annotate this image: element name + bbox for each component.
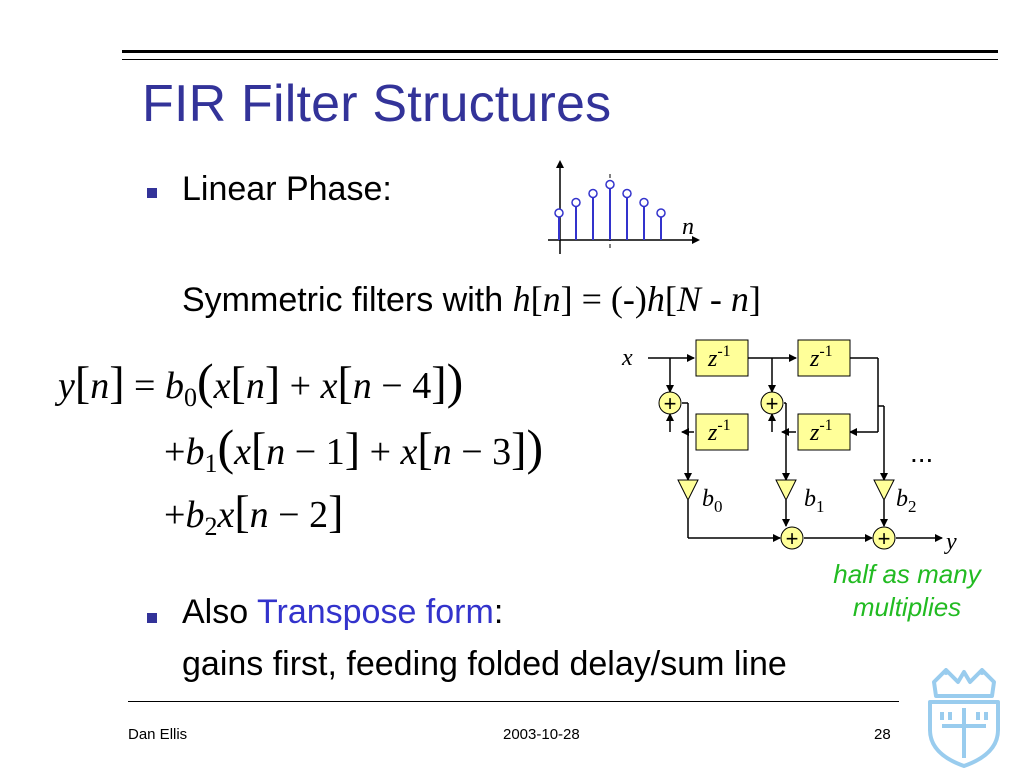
svg-text:z-1: z-1 — [707, 417, 731, 446]
svg-text:z-1: z-1 — [707, 343, 731, 372]
bullet-transpose-form: Also Transpose form: — [182, 593, 503, 632]
delay-block-bottom-1: z-1 — [695, 413, 749, 451]
symmetric-text: Symmetric filters with — [182, 281, 513, 319]
continuation-ellipsis: ... — [910, 437, 933, 468]
svg-text:+: + — [664, 391, 677, 416]
svg-text:b1: b1 — [804, 486, 825, 516]
note-line-2: multiplies — [852, 592, 962, 622]
input-label: x — [621, 345, 633, 371]
output-label: y — [944, 529, 957, 555]
svg-text:z-1: z-1 — [809, 343, 833, 372]
stem-head — [605, 179, 615, 190]
crown-shield-logo — [928, 668, 1000, 768]
stems — [554, 179, 666, 240]
crown-icon — [932, 668, 996, 698]
bullet-marker — [147, 188, 157, 198]
svg-text:z-1: z-1 — [809, 417, 833, 446]
top-rule-thin — [122, 59, 998, 60]
footer-rule — [128, 701, 899, 702]
symmetric-filters-line: Symmetric filters with h[n] = (-)h[N - n… — [182, 278, 761, 320]
adder-out-1: + — [780, 526, 804, 551]
stem-head — [622, 188, 632, 199]
equation-line-2: +b1(x[n − 1] + x[n − 3]) — [164, 419, 544, 478]
also-suffix: : — [493, 593, 504, 631]
svg-text:+: + — [766, 391, 779, 416]
transpose-form-term: Transpose form — [256, 593, 494, 631]
svg-text:b0: b0 — [702, 486, 723, 516]
n-axis-label: n — [682, 214, 694, 240]
gain-b0: b0 — [677, 479, 723, 516]
folded-fir-block-diagram: x y z-1 z-1 z-1 z-1 + + + + b0 b1 — [621, 339, 957, 555]
stem-head — [554, 208, 564, 218]
amplitude-axis-arrow-icon — [556, 160, 564, 168]
also-prefix: Also — [182, 593, 257, 631]
gains-first-line: gains first, feeding folded delay/sum li… — [182, 645, 787, 683]
equation-line-1: y[n] = b0(x[n] + x[n − 4]) — [58, 353, 464, 412]
slide-title: FIR Filter Structures — [142, 75, 612, 133]
bullet-marker — [147, 613, 157, 623]
footer-author: Dan Ellis — [128, 726, 188, 743]
svg-text:+: + — [786, 526, 799, 551]
symmetry-equation: h[n] = (-)h[N - n] — [512, 279, 761, 319]
equation-line-3: +b2x[n − 2] — [164, 486, 344, 541]
impulse-response-plot: n — [548, 160, 700, 254]
n-axis-arrow-icon — [692, 236, 700, 244]
half-multiplies-note: half as many multiplies — [800, 558, 1014, 624]
bullet-linear-phase: Linear Phase: — [182, 170, 392, 208]
delay-block-top-2: z-1 — [797, 339, 851, 377]
footer-page-number: 28 — [874, 726, 891, 743]
delay-block-top-1: z-1 — [695, 339, 749, 377]
note-line-1: half as many — [833, 559, 981, 589]
adder-0: + — [658, 391, 682, 416]
stem-head — [588, 188, 598, 199]
stem-head — [639, 197, 649, 208]
top-rule — [122, 50, 998, 53]
adder-1: + — [760, 391, 784, 416]
stem-head — [571, 197, 581, 208]
svg-text:+: + — [878, 526, 891, 551]
gain-b1: b1 — [775, 479, 825, 516]
stem-head — [656, 208, 666, 218]
footer-date: 2003-10-28 — [503, 726, 580, 743]
delay-block-bottom-2: z-1 — [797, 413, 851, 451]
adder-out-2: + — [872, 526, 896, 551]
svg-text:b2: b2 — [896, 486, 917, 516]
gain-b2: b2 — [873, 479, 917, 516]
shield-icon — [928, 700, 1000, 768]
